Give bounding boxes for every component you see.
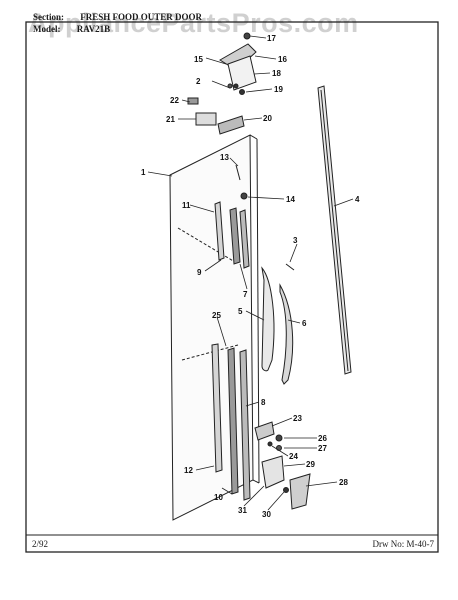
- footer-date: 2/92: [32, 539, 49, 549]
- watermark: AppliancePartsPros.com: [28, 8, 359, 38]
- lower-trim: [211, 343, 251, 501]
- callout-20: 20: [263, 114, 272, 123]
- hinge-bracket: [187, 83, 245, 135]
- frame-border: [25, 21, 439, 553]
- callout-1: 1: [141, 168, 146, 177]
- callout-27: 27: [318, 444, 327, 453]
- callout-29: 29: [306, 460, 315, 469]
- leader-lines: [147, 35, 354, 511]
- footer-drawing-number: Drw No: M-40-7: [372, 539, 435, 549]
- callout-23: 23: [293, 414, 302, 423]
- callout-13: 13: [220, 153, 229, 162]
- model-header: Model: RAV21B: [33, 24, 110, 34]
- callout-17: 17: [267, 34, 276, 43]
- callout-9: 9: [197, 268, 202, 277]
- callout-28: 28: [339, 478, 348, 487]
- callout-10: 10: [214, 493, 223, 502]
- callout-6: 6: [302, 319, 307, 328]
- callout-31: 31: [238, 506, 247, 515]
- callout-25: 25: [212, 311, 221, 320]
- upper-hinge: [219, 32, 257, 95]
- callout-26: 26: [318, 434, 327, 443]
- callout-22: 22: [170, 96, 179, 105]
- callout-labels: 1 2 3 4 5 6 7 8 9 10 11 12 13 14 15 16 1…: [141, 34, 360, 519]
- callout-21: 21: [166, 115, 175, 124]
- door-screws: [235, 164, 248, 200]
- model-label: Model:: [33, 24, 61, 34]
- callout-2: 2: [196, 77, 201, 86]
- section-header: Section: FRESH FOOD OUTER DOOR: [33, 12, 202, 22]
- door-handle: [261, 263, 295, 385]
- callout-3: 3: [293, 236, 298, 245]
- upper-trim: [214, 201, 250, 269]
- section-value: FRESH FOOD OUTER DOOR: [80, 12, 203, 22]
- callout-16: 16: [278, 55, 287, 64]
- callout-12: 12: [184, 466, 193, 475]
- callout-24: 24: [289, 452, 298, 461]
- callout-5: 5: [238, 307, 243, 316]
- callout-4: 4: [355, 195, 360, 204]
- callout-11: 11: [182, 201, 191, 210]
- callout-8: 8: [261, 398, 266, 407]
- callout-19: 19: [274, 85, 283, 94]
- lower-hinge: [254, 421, 311, 510]
- callout-30: 30: [262, 510, 271, 519]
- door-gasket: [317, 85, 352, 375]
- section-label: Section:: [33, 12, 64, 22]
- callout-18: 18: [272, 69, 281, 78]
- callout-7: 7: [243, 290, 248, 299]
- callout-15: 15: [194, 55, 203, 64]
- callout-14: 14: [286, 195, 295, 204]
- model-value: RAV21B: [76, 24, 111, 34]
